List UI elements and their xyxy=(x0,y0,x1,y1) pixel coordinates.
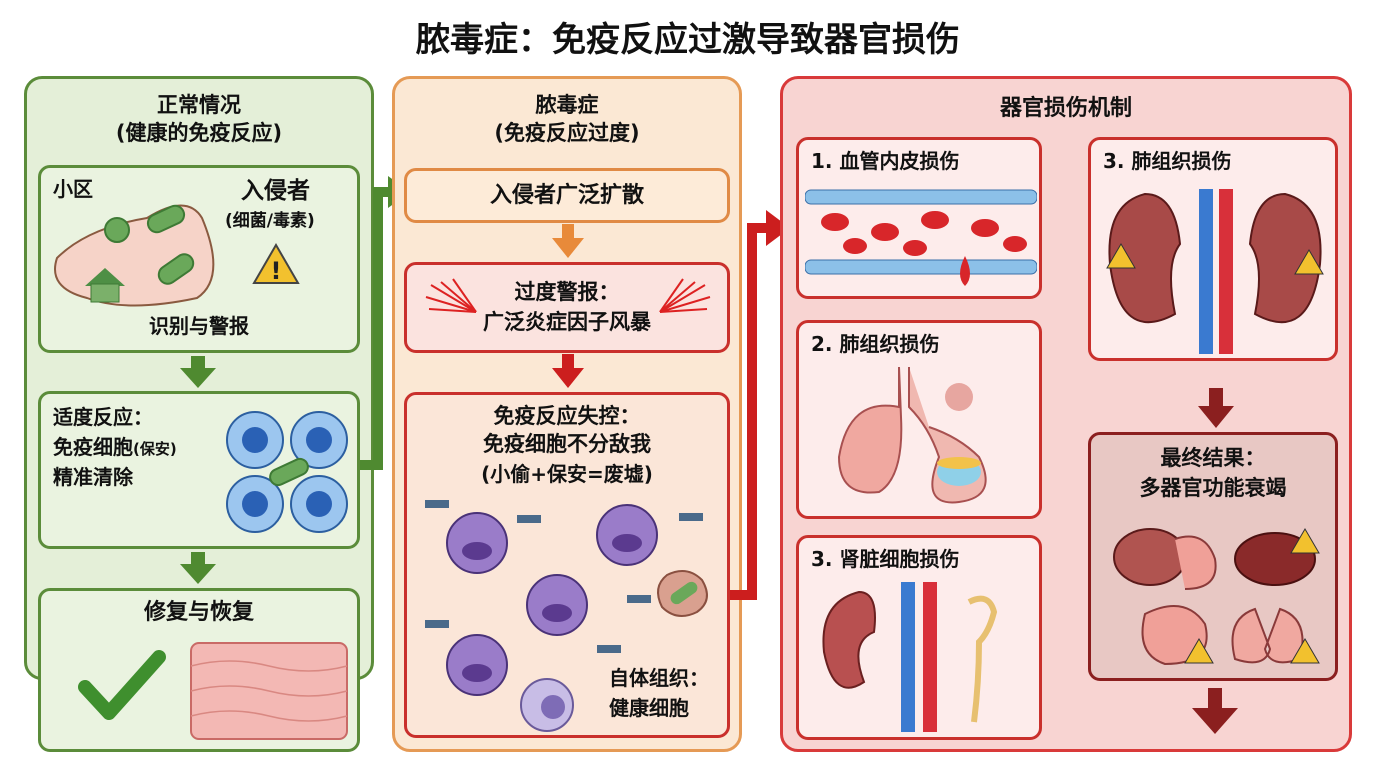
healthy-tissue-illustration xyxy=(190,642,348,740)
box-immune-out-of-control: 免疫反应失控： 免疫细胞不分敌我 (小偷+保安=废墟) 自体组织： 健康细胞 xyxy=(404,392,730,738)
area-label: 小区 xyxy=(53,177,93,201)
moderate-line1: 适度反应： xyxy=(53,405,153,429)
invader-sub: (细菌/毒素) xyxy=(225,211,315,231)
box-repair: 修复与恢复 xyxy=(38,588,360,752)
checkmark-icon xyxy=(78,650,166,720)
arrow-down-icon xyxy=(180,552,216,584)
box-vessel-damage: 1. 血管内皮损伤 xyxy=(796,137,1042,299)
rogue-immune-cells-illustration xyxy=(425,500,708,732)
arrow-connector-red xyxy=(730,210,790,600)
alarm-line1: 过度警报： xyxy=(514,280,620,304)
repair-title: 修复与恢复 xyxy=(143,600,254,625)
immune-cells-illustration xyxy=(226,411,348,533)
uncontrolled-line2: 免疫细胞不分敌我 xyxy=(483,432,651,456)
recognition-caption: 识别与警报 xyxy=(149,314,249,338)
box-lung-damage: 2. 肺组织损伤 xyxy=(796,320,1042,519)
vessel-title: 1. 血管内皮损伤 xyxy=(811,149,960,173)
burst-icon xyxy=(659,278,711,313)
kidney-pair-illustration xyxy=(1106,189,1324,354)
svg-text:!: ! xyxy=(271,257,282,285)
arrow-down-icon xyxy=(552,354,584,388)
final-line1: 最终结果： xyxy=(1160,446,1266,470)
kidney-vessel-illustration xyxy=(822,582,998,732)
box-recognition: 小区 入侵者 (细菌/毒素) ! 识别与警报 xyxy=(38,165,360,353)
box-invader-spread: 入侵者广泛扩散 xyxy=(404,168,730,223)
box-final-result: 最终结果： 多器官功能衰竭 xyxy=(1088,432,1338,681)
moderate-line3: 精准清除 xyxy=(53,465,133,489)
arrow-down-icon xyxy=(1198,388,1234,428)
panel-normal-title: 正常情况 xyxy=(157,93,241,117)
uncontrolled-line3: (小偷+保安=废墟) xyxy=(481,462,653,486)
invader-label: 入侵者 xyxy=(241,178,310,204)
warning-icon: ! xyxy=(252,243,300,285)
neighborhood-illustration xyxy=(54,204,215,307)
arrow-down-icon xyxy=(552,224,584,258)
box-alarm-storm: 过度警报： 广泛炎症因子风暴 xyxy=(404,262,730,353)
invader-spread-text: 入侵者广泛扩散 xyxy=(489,183,644,208)
final-line2: 多器官功能衰竭 xyxy=(1139,476,1287,500)
box-moderate-response: 适度反应： 免疫细胞(保安) 精准清除 xyxy=(38,391,360,549)
burst-icon xyxy=(425,278,477,313)
box-lung-damage-2: 3. 肺组织损伤 xyxy=(1088,137,1338,361)
panel-sepsis-title: 脓毒症 xyxy=(535,93,599,117)
failing-organs-illustration xyxy=(1113,528,1320,666)
panel-organ-title: 器官损伤机制 xyxy=(999,96,1132,121)
healthy-cell-label: 健康细胞 xyxy=(609,696,689,720)
kidney-title: 3. 肾脏细胞损伤 xyxy=(811,547,960,571)
arrow-down-icon xyxy=(1192,688,1238,734)
box-kidney-damage: 3. 肾脏细胞损伤 xyxy=(796,535,1042,740)
arrow-down-icon xyxy=(180,356,216,388)
lung-title: 2. 肺组织损伤 xyxy=(811,332,940,356)
lung2-title: 3. 肺组织损伤 xyxy=(1103,149,1232,173)
self-tissue-label: 自体组织： xyxy=(609,666,709,690)
blood-vessel-illustration xyxy=(805,189,1037,286)
panel-normal-subtitle: (健康的免疫反应) xyxy=(115,121,283,145)
lung-illustration xyxy=(837,367,987,504)
page-title: 脓毒症：免疫反应过激导致器官损伤 xyxy=(416,20,960,60)
moderate-line2b: (保安) xyxy=(133,440,177,458)
panel-sepsis-subtitle: (免疫反应过度) xyxy=(494,121,640,145)
moderate-line2: 免疫细胞 xyxy=(53,435,133,459)
alarm-line2: 广泛炎症因子风暴 xyxy=(483,310,651,334)
uncontrolled-line1: 免疫反应失控： xyxy=(493,404,641,428)
